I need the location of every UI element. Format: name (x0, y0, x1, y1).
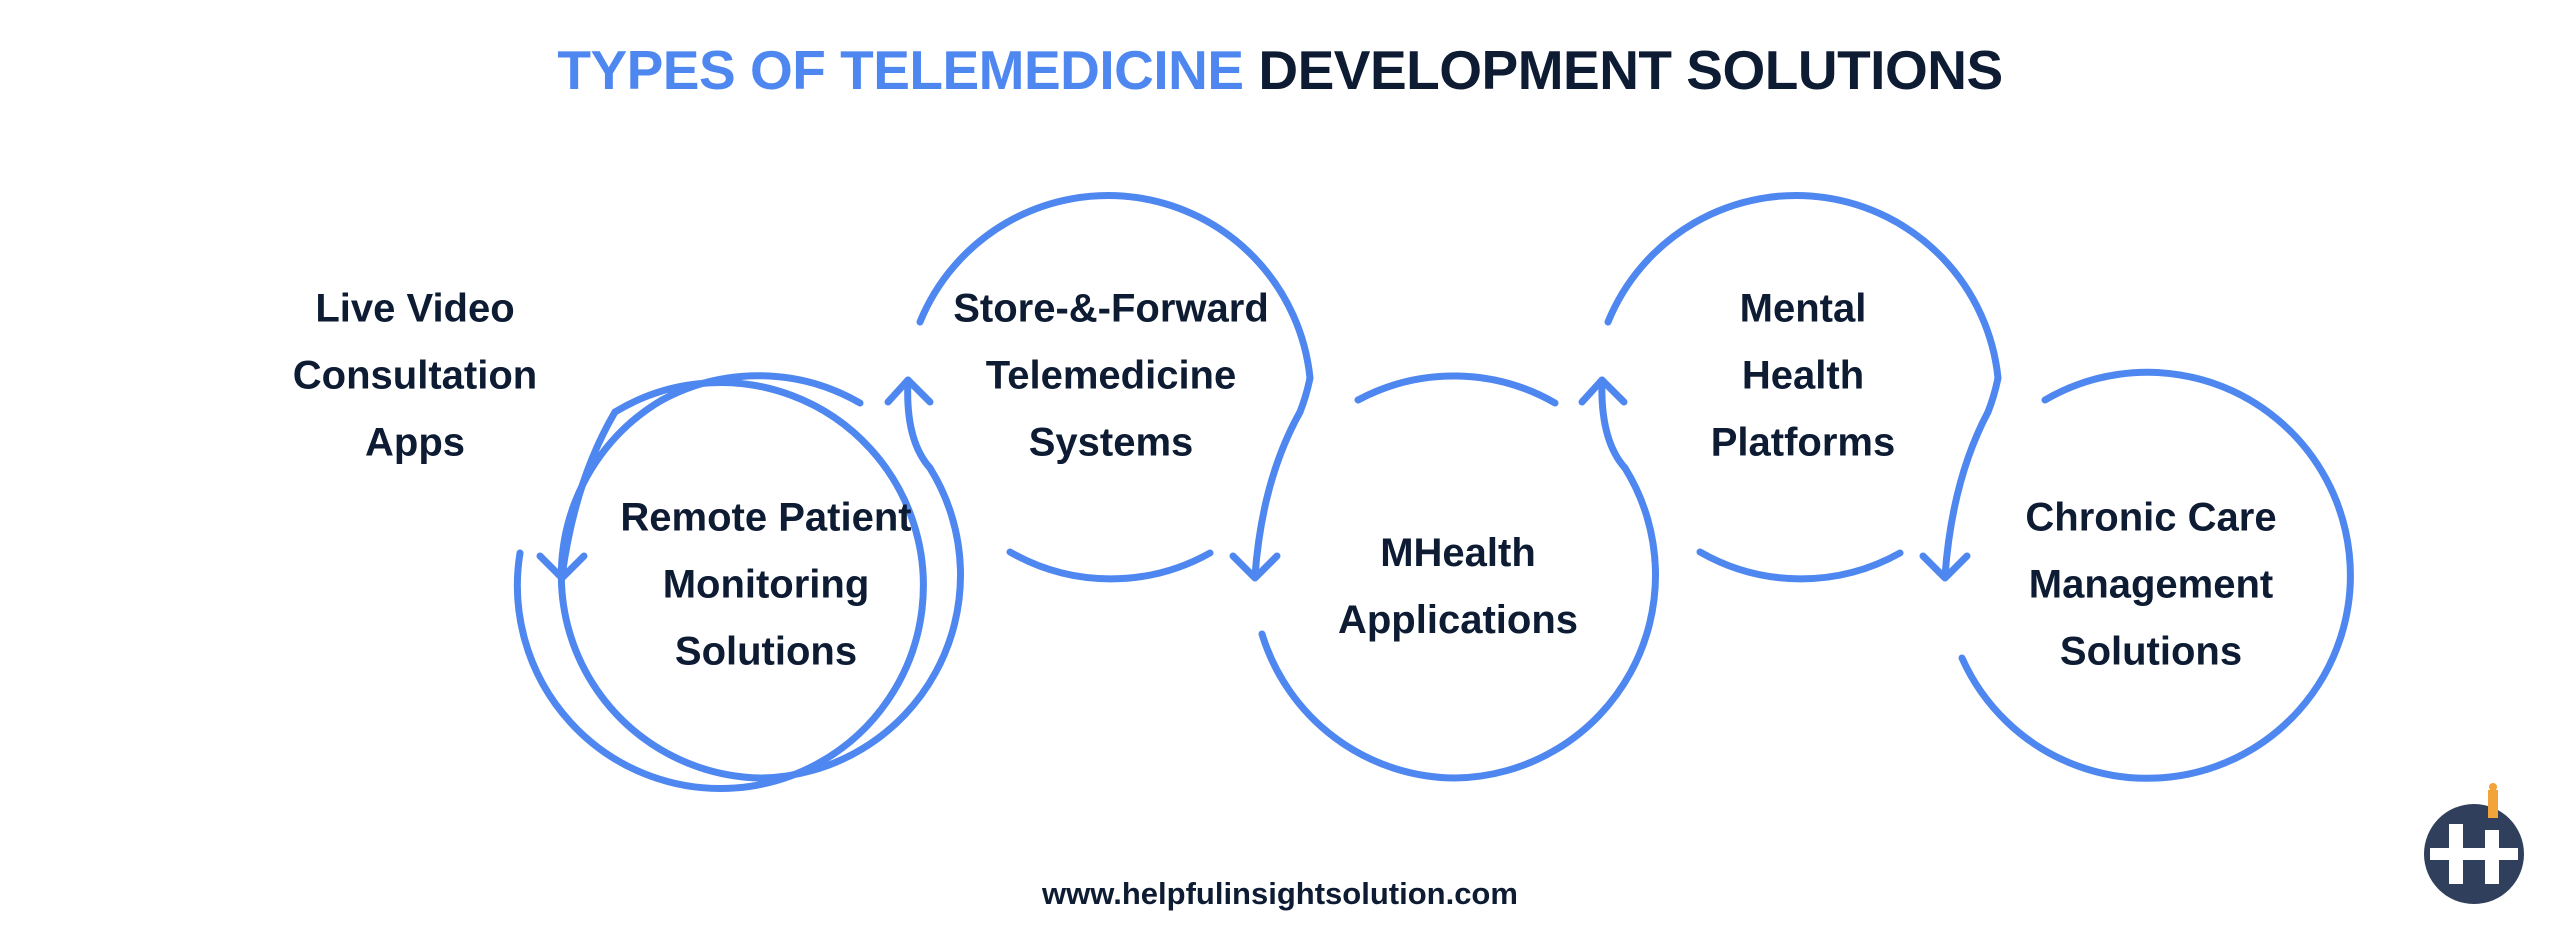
step-5-line-2: Health (1741, 353, 1865, 398)
step-4-line-2: Applications (1337, 598, 1579, 642)
connector-3-4 (1251, 408, 1304, 580)
step-6-label: Chronic Care Management Solutions (1971, 485, 2331, 686)
step-5-line-1: Mental (1739, 286, 1867, 331)
page-title: TYPES OF TELEMEDICINE DEVELOPMENT SOLUTI… (0, 38, 2560, 102)
connector-4-5 (1598, 376, 1629, 472)
step-6-line-2: Management (2028, 562, 2274, 607)
step-2-line-2: Monitoring (662, 562, 870, 607)
step-6-line-1: Chronic Care (2025, 495, 2277, 540)
title-accent: TYPES OF TELEMEDICINE (557, 39, 1244, 101)
step-5-circle-bottom (1696, 548, 1904, 583)
step-3-circle-bottom (1006, 548, 1214, 583)
step-2-line-1: Remote Patient (620, 495, 912, 540)
arrowhead-3-4 (1229, 552, 1281, 582)
step-6-circle (1958, 368, 2354, 782)
step-4-circle-right (1258, 464, 1659, 782)
arrowhead-2-3 (884, 376, 934, 406)
step-1-circle (513, 379, 927, 792)
step-2-label: Remote Patient Monitoring Solutions (586, 485, 946, 686)
step-6-line-3: Solutions (2059, 629, 2243, 674)
step-2-circle-top (658, 372, 864, 407)
step-3-line-2: Telemedicine (985, 353, 1237, 398)
step-3-label: Store-&-Forward Telemedicine Systems (931, 276, 1291, 477)
step-2-circle-right (566, 464, 964, 782)
website-url: www.helpfulinsightsolution.com (1042, 876, 1518, 911)
step-4-circle (1354, 372, 1559, 407)
step-4-line-1: MHealth (1380, 531, 1536, 575)
arrowhead-5-6 (1919, 552, 1971, 582)
arrowhead-4-5 (1578, 376, 1628, 406)
step-5-line-3: Platforms (1710, 420, 1896, 465)
step-5-circle (1604, 192, 2002, 416)
step-3-line-3: Systems (1028, 420, 1194, 465)
connector-5-6 (1941, 408, 1992, 580)
step-1-line-1: Live Video (315, 286, 515, 331)
step-2-circle (557, 396, 666, 638)
step-4-label: MHealth Applications (1278, 520, 1638, 654)
step-3-circle (916, 192, 1314, 416)
step-2-line-3: Solutions (674, 629, 858, 674)
step-3-line-1: Store-&-Forward (953, 286, 1269, 331)
step-1-line-2: Consultation (292, 353, 538, 398)
step-1-label: Live Video Consultation Apps (235, 276, 595, 477)
step-5-label: Mental Health Platforms (1623, 276, 1983, 477)
title-main: DEVELOPMENT SOLUTIONS (1258, 39, 2003, 101)
connector-2-3 (904, 376, 934, 472)
helpful-insight-logo-icon (2424, 783, 2524, 904)
step-1-line-3: Apps (365, 420, 465, 465)
